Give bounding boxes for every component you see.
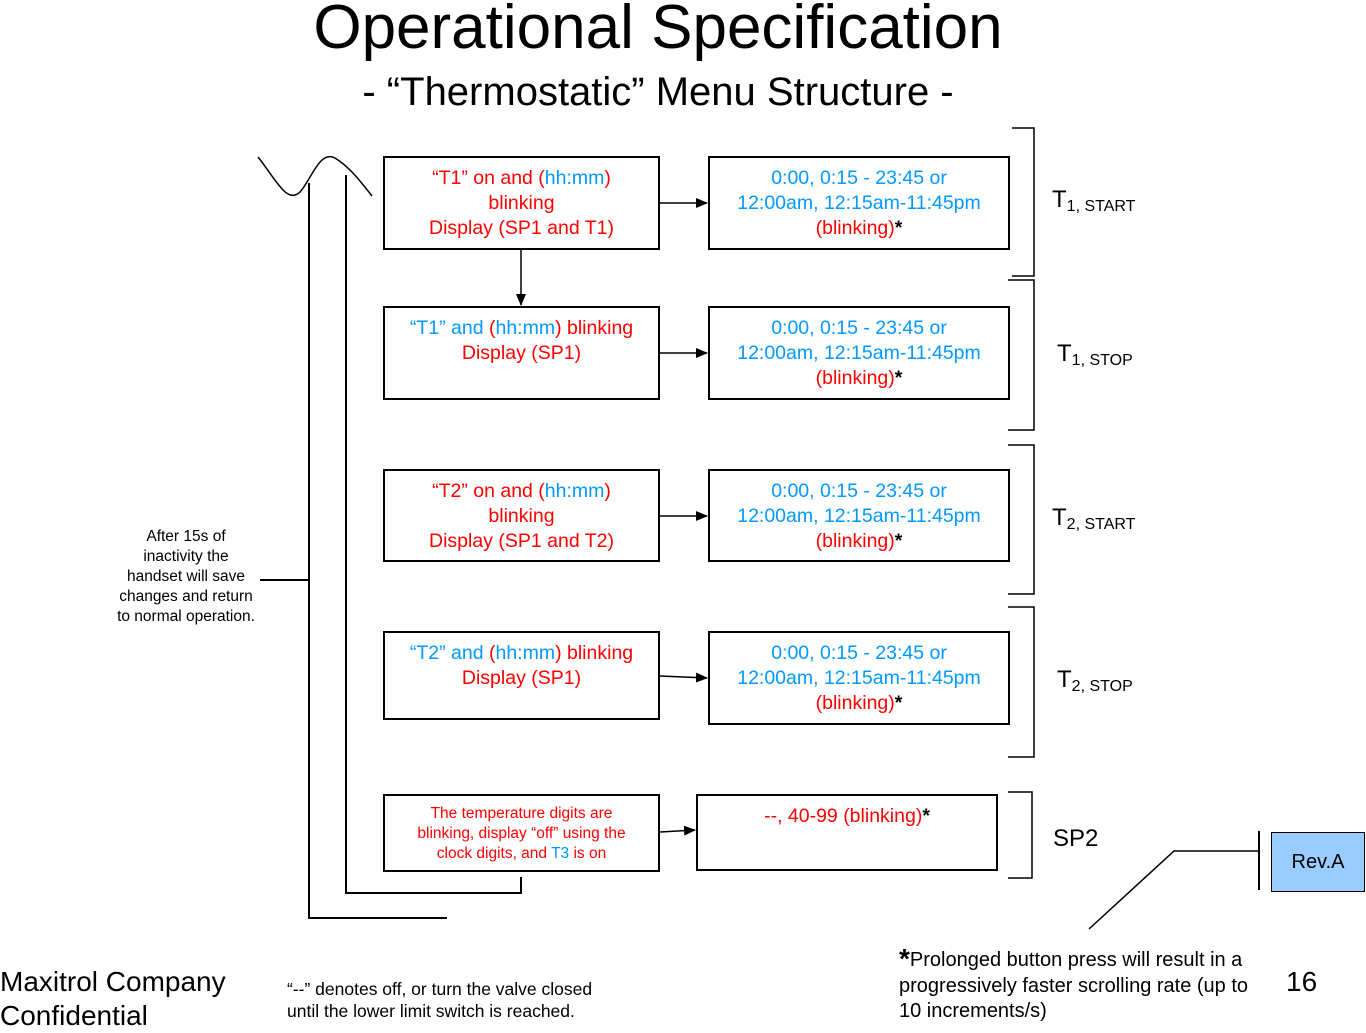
text-segment: T3: [551, 845, 570, 862]
bracket-row1: [1012, 127, 1035, 277]
revision-badge: Rev.A: [1271, 832, 1365, 892]
outer-return-line: [308, 183, 447, 919]
state-text: The temperature digits are blinking, disp…: [385, 804, 658, 864]
text-segment: 0:00, 0:15 - 23:45 or: [771, 317, 947, 339]
value-box-t1-stop: 0:00, 0:15 - 23:45 or 12:00am, 12:15am-11…: [708, 306, 1010, 400]
text-segment: (blinking): [815, 692, 895, 714]
text-segment: The temperature digits are: [430, 805, 613, 822]
label-t1-start: T1, START: [1052, 186, 1136, 215]
text-segment: Display (SP1): [461, 667, 582, 689]
text-segment: hh:mm: [544, 167, 605, 189]
inactivity-note: After 15s of inactivity the handset will…: [117, 528, 255, 625]
text-segment: *: [894, 367, 903, 389]
value-box-t2-start: 0:00, 0:15 - 23:45 or 12:00am, 12:15am-11…: [708, 469, 1010, 562]
text-segment: is on: [569, 845, 607, 862]
footer-company: Maxitrol Company: [0, 966, 226, 997]
footer-confidential: Confidential: [0, 1000, 148, 1031]
text-segment: ) blinking: [555, 642, 634, 664]
text-segment: blinking: [488, 505, 555, 527]
text-segment: 12:00am, 12:15am-11:45pm: [737, 505, 981, 527]
prolonged-note: Prolonged button press will result in a …: [899, 949, 1249, 1022]
text-segment: 0:00, 0:15 - 23:45 or: [771, 167, 947, 189]
inner-return-line: [345, 175, 522, 894]
text-segment: hh:mm: [544, 480, 605, 502]
dash-note: “--” denotes off, or turn the valve clos…: [287, 979, 593, 1021]
text-segment: hh:mm: [495, 317, 556, 339]
value-text: 0:00, 0:15 - 23:45 or 12:00am, 12:15am-11…: [710, 641, 1008, 716]
page-number: 16: [1286, 966, 1318, 997]
value-text: --, 40-99 (blinking)*: [698, 804, 996, 829]
text-segment: 12:00am, 12:15am-11:45pm: [737, 667, 981, 689]
text-segment: *: [894, 530, 903, 552]
page-subtitle: - “Thermostatic” Menu Structure -: [362, 70, 954, 114]
label-sp2: SP2: [1053, 825, 1099, 852]
page-title: Operational Specification: [313, 0, 1003, 62]
rev-callout-line: [1088, 850, 1259, 930]
text-segment: (: [488, 317, 496, 339]
text-segment: (blinking): [815, 367, 895, 389]
arrow-row5: [659, 825, 696, 836]
text-segment: 12:00am, 12:15am-11:45pm: [737, 342, 981, 364]
arrow-row4: [659, 672, 708, 683]
asterisk: *: [899, 943, 910, 974]
text-segment: “T1” on and (: [432, 167, 545, 189]
text-segment: --, 40-99 (blinking): [764, 805, 923, 827]
text-segment: hh:mm: [495, 642, 556, 664]
state-box-sp2: The temperature digits are blinking, disp…: [383, 794, 660, 872]
text-segment: 0:00, 0:15 - 23:45 or: [771, 480, 947, 502]
prolonged-note-block: *Prolonged button press will result in a…: [899, 943, 1279, 1025]
value-text: 0:00, 0:15 - 23:45 or 12:00am, 12:15am-11…: [710, 316, 1008, 391]
text-segment: 0:00, 0:15 - 23:45 or: [771, 642, 947, 664]
text-segment: Display (SP1): [461, 342, 582, 364]
text-segment: clock digits, and: [436, 845, 552, 862]
text-segment: *: [894, 217, 903, 239]
bracket-row4: [1008, 606, 1035, 758]
text-segment: ): [604, 167, 611, 189]
value-box-t2-stop: 0:00, 0:15 - 23:45 or 12:00am, 12:15am-11…: [708, 631, 1010, 725]
text-segment: *: [894, 692, 903, 714]
text-segment: (blinking): [815, 217, 895, 239]
bracket-row5: [1008, 791, 1033, 879]
bracket-row3: [1008, 444, 1035, 595]
text-segment: ) blinking: [555, 317, 634, 339]
text-segment: (: [488, 642, 496, 664]
label-t2-stop: T2, STOP: [1057, 666, 1133, 695]
text-segment: “T2” on and (: [432, 480, 545, 502]
label-t2-start: T2, START: [1052, 504, 1136, 533]
text-segment: Display (SP1 and T2): [429, 530, 614, 552]
text-segment: “T2” and: [409, 642, 489, 664]
bracket-row2: [1008, 279, 1035, 431]
value-box-sp2: --, 40-99 (blinking)*: [696, 794, 998, 871]
text-segment: Display (SP1 and T1): [429, 217, 614, 239]
loop-wave: [257, 155, 373, 197]
text-segment: ): [604, 480, 611, 502]
value-box-t1-start: 0:00, 0:15 - 23:45 or 12:00am, 12:15am-11…: [708, 156, 1010, 250]
text-segment: blinking, display “off” using the: [417, 825, 626, 842]
text-segment: 12:00am, 12:15am-11:45pm: [737, 192, 981, 214]
label-t1-stop: T1, STOP: [1057, 340, 1133, 369]
value-text: 0:00, 0:15 - 23:45 or 12:00am, 12:15am-11…: [710, 166, 1008, 241]
text-segment: “T1” and: [409, 317, 489, 339]
text-segment: blinking: [488, 192, 555, 214]
text-segment: (blinking): [815, 530, 895, 552]
text-segment: *: [922, 805, 930, 827]
value-text: 0:00, 0:15 - 23:45 or 12:00am, 12:15am-11…: [710, 479, 1008, 554]
